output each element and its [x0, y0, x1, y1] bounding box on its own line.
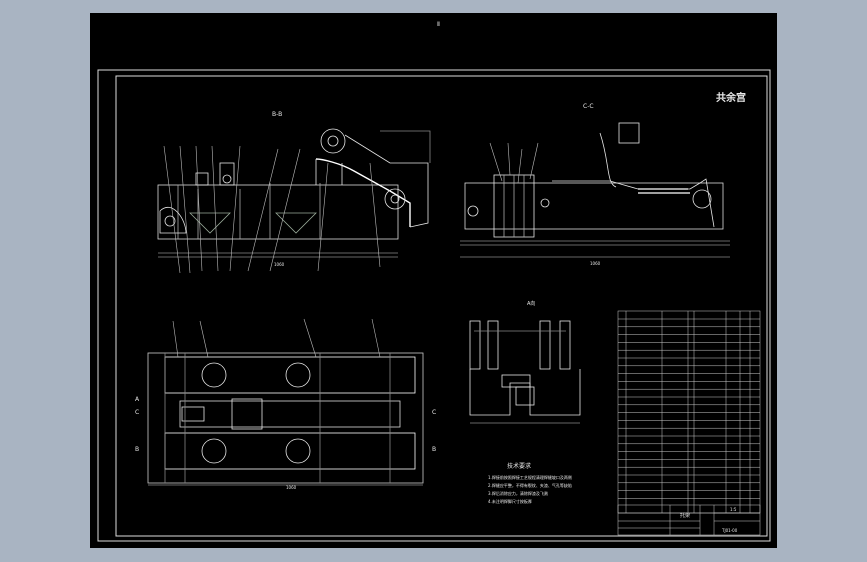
section-arrow-a-left: A — [135, 396, 140, 403]
section-bb-title: B-B — [272, 111, 282, 118]
section-bb-dim: 1060 — [274, 262, 285, 267]
section-cc-view: C-C 1060 — [460, 103, 730, 266]
drawing-sheet: Ⅱ 共余宫 B-B 1060 C-C — [90, 13, 777, 548]
section-cc-title: C-C — [583, 103, 594, 110]
section-arrow-c-left: C — [135, 409, 139, 416]
plan-dim: 1060 — [286, 485, 297, 490]
section-arrow-c-right: C — [432, 409, 436, 416]
plan-view: 1060 — [147, 318, 424, 490]
technical-notes: 技术要求 1.焊接前按照焊接工艺规程清理焊缝坡口及两侧 2.焊缝应平整，不得有裂… — [488, 462, 572, 504]
title-block-name: 托架 — [680, 512, 690, 519]
section-cc-dim: 1060 — [590, 261, 601, 266]
sheet-mark: Ⅱ — [437, 21, 440, 28]
note-1: 1.焊接前按照焊接工艺规程清理焊缝坡口及两侧 — [488, 474, 572, 480]
view-a-title: A向 — [527, 300, 535, 307]
section-arrow-b-left: B — [135, 446, 139, 453]
title-block: 托架 1:5 TJ01-00 — [617, 504, 761, 536]
section-bb-view: B-B 1060 — [157, 111, 431, 274]
notes-title: 技术要求 — [507, 462, 531, 470]
section-arrow-b-right: B — [432, 446, 436, 453]
cad-drawing: Ⅱ 共余宫 B-B 1060 C-C — [97, 21, 771, 542]
note-2: 2.焊缝应平整，不得有裂纹、夹渣、气孔等缺陷 — [488, 482, 572, 488]
title-block-scale: 1:5 — [730, 507, 737, 512]
note-4: 4.未注明焊脚尺寸按板厚 — [488, 498, 532, 504]
stamp-text: 共余宫 — [716, 91, 746, 104]
view-a: A向 — [469, 300, 581, 424]
note-3: 3.焊后消除应力，清除焊渣及飞溅 — [488, 490, 548, 496]
title-block-drawing-no: TJ01-00 — [721, 528, 738, 533]
parts-list — [617, 310, 761, 514]
